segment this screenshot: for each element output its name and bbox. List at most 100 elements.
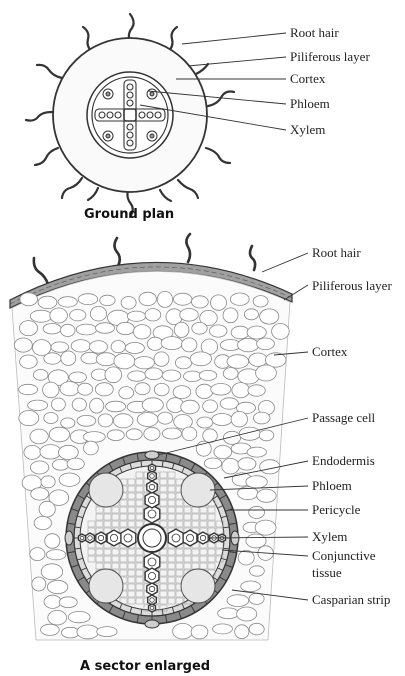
cortex-cell [19, 321, 37, 336]
cortex-cell [238, 338, 259, 351]
cortex-cell [78, 383, 93, 395]
cortex-cell [51, 398, 65, 411]
cortex-cell [107, 430, 124, 441]
cortex-cell [113, 414, 133, 428]
cortex-cell [127, 311, 145, 321]
cortex-cell [249, 506, 265, 518]
sector-enlarged: Root hair Piliferous layer Cortex Passag… [10, 234, 392, 674]
cortex-cell [96, 323, 115, 334]
xylem-lumen [150, 466, 154, 470]
cortex-cell [41, 564, 62, 580]
sector-label-root-hair: Root hair [312, 245, 361, 260]
cortex-cell [197, 417, 213, 428]
cortex-cell [121, 297, 136, 310]
cortex-cell [222, 458, 239, 474]
cortex-cell [190, 352, 211, 366]
cortex-cell [162, 428, 181, 439]
xylem-lumen [172, 534, 180, 542]
cortex-cell [97, 627, 117, 637]
xylem-lumen [148, 496, 155, 503]
sector-label-casparian-strip: Casparian strip [312, 592, 390, 607]
xylem-lumen [110, 534, 117, 541]
cortex-cell [61, 627, 79, 638]
sector-label-conjunctive-line1: Conjunctive [312, 548, 376, 563]
cortex-cell [246, 534, 266, 548]
cortex-cell [182, 427, 197, 441]
cortex-cell [76, 324, 96, 335]
cortex-cell [58, 297, 77, 307]
cortex-cell [34, 516, 51, 529]
cortex-cell [238, 458, 256, 470]
cortex-cell [191, 625, 208, 639]
cortex-cell [173, 386, 191, 399]
cortex-cell [69, 372, 87, 383]
cortex-cell [184, 371, 202, 382]
cortex-cell [46, 550, 66, 560]
cortex-cell [125, 343, 144, 354]
xylem-lumen [200, 535, 205, 540]
cortex-cell [45, 534, 60, 549]
cortex-cell [31, 488, 49, 500]
cortex-cell [192, 322, 207, 334]
xylem-lumen [150, 474, 155, 479]
cortex-cell [39, 501, 55, 517]
cortex-cell [30, 461, 48, 474]
cortex-cell [259, 430, 274, 441]
cortex-cell [174, 293, 192, 305]
cortex-cell [77, 415, 96, 426]
cortex-cell [19, 411, 39, 426]
cortex-cell [90, 398, 104, 413]
xylem-lumen [186, 534, 193, 541]
cortex-cell [209, 325, 227, 337]
cortex-cell [145, 309, 161, 321]
cortex-cell [227, 595, 249, 607]
cortex-cell [106, 401, 126, 412]
cortex-cell [30, 429, 48, 444]
cortex-cell [61, 351, 76, 365]
cortex-cell [223, 308, 238, 323]
cortex-cell [214, 445, 232, 458]
cortex-cell [67, 458, 84, 470]
cortex-cell [100, 295, 115, 305]
xylem-lumen [148, 572, 155, 579]
cortex-cell [253, 296, 268, 307]
xylem-lumen [149, 484, 154, 489]
cortex-cell [180, 309, 199, 322]
cortex-cell [19, 384, 38, 394]
cortex-cell [59, 445, 79, 459]
sector-label-xylem: Xylem [312, 529, 347, 544]
cortex-cell [95, 383, 113, 396]
ground-plan: Root hair Piliferous layer Cortex Phloem… [26, 14, 370, 222]
ground-plan-label-xylem: Xylem [290, 122, 325, 137]
cortex-cell [231, 326, 249, 339]
cortex-cell [49, 427, 69, 442]
ground-plan-caption: Ground plan [84, 207, 174, 222]
cortex-cell [248, 385, 265, 396]
cortex-cell [227, 355, 249, 369]
cortex-cell [30, 310, 52, 322]
cortex-cell [111, 341, 125, 353]
cortex-cell [235, 625, 249, 639]
cortex-cell [230, 293, 249, 305]
cortex-cell [255, 520, 276, 535]
cortex-cell [51, 342, 69, 352]
cortex-cell [211, 295, 227, 310]
xylem-lumen [98, 535, 103, 540]
cortex-cell [220, 398, 238, 409]
cortex-cell [204, 458, 221, 469]
sector-label-endodermis: Endodermis [312, 453, 375, 468]
cortex-cell [249, 353, 267, 366]
cortex-cell [249, 623, 264, 635]
sector-label-cortex: Cortex [312, 344, 348, 359]
cortex-cell [247, 447, 266, 457]
cortex-cell [154, 352, 169, 366]
cortex-cell [83, 432, 105, 443]
cortex-cell [250, 566, 265, 576]
xylem-lumen [150, 606, 154, 610]
cortex-cell [78, 294, 97, 305]
cortex-cell [212, 414, 232, 426]
cortex-cell [218, 608, 239, 619]
cortex-cell [158, 412, 173, 424]
cortex-cell [59, 473, 80, 486]
